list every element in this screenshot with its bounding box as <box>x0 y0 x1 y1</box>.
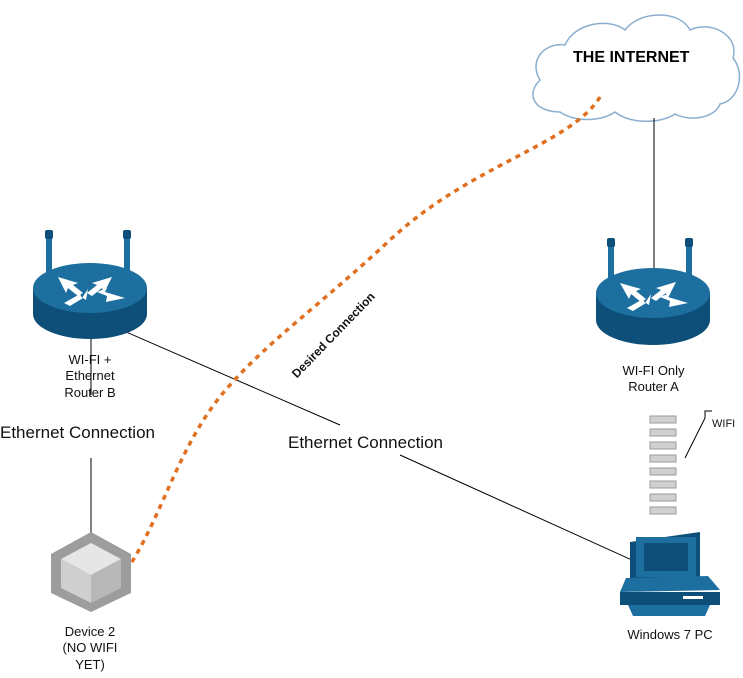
cloud-title: THE INTERNET <box>573 49 690 66</box>
router-b-label-line: WI-FI + <box>68 352 112 367</box>
desired-connection-path <box>87 96 602 582</box>
router-a-label-line: WI-FI Only <box>622 363 685 378</box>
router-b-label-line: Router B <box>64 384 116 400</box>
device2-label: Device 2 (NO WIFI YET) <box>40 624 140 673</box>
wifi-label: WIFI <box>712 418 736 430</box>
router-b-to-pc-line <box>109 324 341 426</box>
router-b-label-line: Ethernet <box>65 368 115 384</box>
ethernet-connection-middle-label: Ethernet Connection <box>288 433 443 452</box>
router-b-label: WI-FI + Ethernet Router B <box>40 352 140 401</box>
device2-label-line: YET) <box>75 656 105 672</box>
router-a-label: WI-FI Only Router A <box>601 363 706 396</box>
pc-icon <box>620 532 720 616</box>
router-a-label-line: Router A <box>628 379 679 395</box>
wifi-signal-bars <box>649 415 677 515</box>
router-b-icon <box>33 230 147 339</box>
ethernet-connection-left-label: Ethernet Connection <box>0 423 155 442</box>
router-b-to-pc-line-lower <box>399 454 666 576</box>
wifi-bracket <box>684 410 712 459</box>
device2-label-line: (NO WIFI <box>62 640 118 656</box>
device2-label-line: Device 2 <box>64 624 116 639</box>
router-a-icon <box>596 238 710 345</box>
device2-icon <box>51 532 131 612</box>
pc-label: Windows 7 PC <box>627 627 713 642</box>
internet-cloud <box>532 14 741 122</box>
